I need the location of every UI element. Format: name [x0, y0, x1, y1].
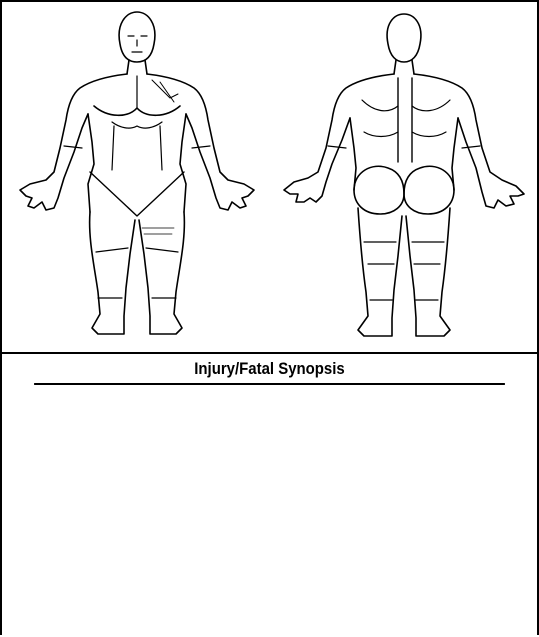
synopsis-text-area[interactable]	[2, 385, 537, 637]
back-body-figure	[284, 14, 524, 336]
front-body-figure	[20, 12, 254, 334]
body-diagram-area	[2, 2, 537, 354]
synopsis-heading: Injury/Fatal Synopsis	[34, 354, 505, 385]
body-diagram	[2, 2, 537, 352]
